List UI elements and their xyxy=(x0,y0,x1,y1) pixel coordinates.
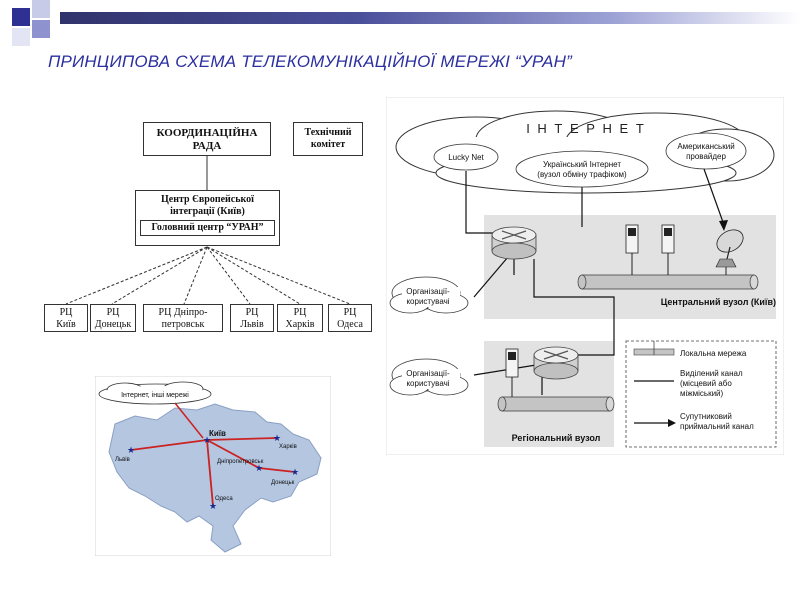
legend-leased-2: (місцевий або xyxy=(680,379,732,388)
legend-sat-2: приймальний канал xyxy=(680,422,754,431)
corner-square-4 xyxy=(12,28,30,46)
coord-council-box: КООРДИНАЦІЙНА РАДА xyxy=(143,122,271,156)
american-provider-node xyxy=(665,132,747,170)
central-lan-pipe xyxy=(577,274,759,290)
star-dnipro: ★ xyxy=(255,463,263,473)
rc-odesa-line2: Одеса xyxy=(337,318,363,330)
lucky-net-label: Lucky Net xyxy=(448,153,484,162)
coord-council-label: КООРДИНАЦІЙНА РАДА xyxy=(156,127,258,152)
rc-box-lviv: РЦ Львів xyxy=(230,304,274,332)
ukraine-shape xyxy=(108,403,322,553)
server-2 xyxy=(661,224,675,275)
rc-box-odesa: РЦ Одеса xyxy=(328,304,372,332)
center-box: Центр Європейської інтеграції (Київ) Гол… xyxy=(135,190,280,246)
regional-lan-pipe xyxy=(497,396,615,412)
star-kyiv: ★ xyxy=(203,435,211,445)
tech-committee-label: Технічний комітет xyxy=(304,127,352,150)
star-donetsk: ★ xyxy=(291,467,299,477)
rc-box-kyiv: РЦ Київ xyxy=(44,304,88,332)
center-label: Центр Європейської інтеграції (Київ) xyxy=(161,194,254,217)
org-users-1-line1: Організації- xyxy=(406,287,450,296)
rc-lviv-line2: Львів xyxy=(240,318,264,330)
city-donetsk: Донецьк xyxy=(271,480,295,486)
city-kyiv: Київ xyxy=(209,429,226,438)
rc-odesa-line1: РЦ xyxy=(343,307,357,318)
ua-internet-label-1: Український Інтернет xyxy=(543,160,621,169)
city-dnipro: Дніпропетровськ xyxy=(217,459,264,465)
star-odesa: ★ xyxy=(209,501,217,511)
head-center-label: Головний центр “УРАН” xyxy=(151,222,264,233)
corner-square-1 xyxy=(12,8,30,26)
slide-title: ПРИНЦИПОВА СХЕМА ТЕЛЕКОМУНІКАЦІЙНОЇ МЕРЕ… xyxy=(48,52,572,71)
corner-square-3 xyxy=(32,20,50,38)
legend-leased-1: Виділений канал xyxy=(680,369,743,378)
ukraine-map: Інтернет, інші мережі ★ ★ ★ ★ ★ ★ Київ Х… xyxy=(95,376,331,556)
central-router xyxy=(491,226,537,260)
ua-internet-node xyxy=(515,150,649,188)
server-1 xyxy=(625,224,639,275)
rc-dnipro-line1: РЦ Дніпро- xyxy=(158,307,208,318)
american-provider-label-1: Американський xyxy=(677,142,734,151)
rc-kharkiv-line1: РЦ xyxy=(293,307,307,318)
satellite-dish-icon xyxy=(715,229,744,275)
legend-sat-1: Супутниковий xyxy=(680,412,732,421)
legend-lan: Локальна мережа xyxy=(680,349,747,358)
legend: Локальна мережа Виділений канал (місцеви… xyxy=(625,340,777,448)
rc-kharkiv-line2: Харків xyxy=(285,318,315,330)
regional-node-label: Регіональний вузол xyxy=(512,433,601,443)
rc-lviv-line1: РЦ xyxy=(245,307,259,318)
org-users-2-line1: Організації- xyxy=(406,369,450,378)
lucky-net-node xyxy=(433,143,499,171)
head-center-box: Головний центр “УРАН” xyxy=(140,220,275,236)
rc-box-donetsk: РЦ Донецьк xyxy=(90,304,136,332)
title-bar xyxy=(60,12,800,24)
star-lviv: ★ xyxy=(127,445,135,455)
server-regional xyxy=(505,348,519,397)
corner-square-2 xyxy=(32,0,50,18)
rc-kyiv-line1: РЦ xyxy=(59,307,73,318)
star-kharkiv: ★ xyxy=(273,433,281,443)
internet-label: І Н Т Е Р Н Е Т xyxy=(526,121,646,136)
rc-dnipro-line2: петровськ xyxy=(161,318,205,330)
city-kharkiv: Харків xyxy=(279,444,297,450)
org-users-1-line2: користувачі xyxy=(406,297,449,306)
rc-box-dnipro: РЦ Дніпро- петровськ xyxy=(143,304,223,332)
legend-leased-3: міжміський) xyxy=(680,389,724,398)
org-users-2-line2: користувачі xyxy=(406,379,449,388)
city-odesa: Одеса xyxy=(215,496,233,502)
map-cloud-label: Інтернет, інші мережі xyxy=(121,391,189,399)
rc-donetsk-line1: РЦ xyxy=(106,307,120,318)
central-node-label: Центральний вузол (Київ) xyxy=(661,297,776,307)
network-diagram: І Н Т Е Р Н Е Т Lucky Net Український Ін… xyxy=(386,97,784,455)
regional-router xyxy=(533,346,579,380)
ua-internet-label-2: (вузол обміну трафіком) xyxy=(537,170,627,179)
rc-donetsk-line2: Донецьк xyxy=(94,318,132,330)
tech-committee-box: Технічний комітет xyxy=(293,122,363,156)
org-connectors xyxy=(65,156,351,305)
american-provider-label-2: провайдер xyxy=(686,152,726,161)
city-lviv: Львів xyxy=(115,457,130,463)
rc-box-kharkiv: РЦ Харків xyxy=(277,304,323,332)
rc-kyiv-line2: Київ xyxy=(56,318,76,330)
